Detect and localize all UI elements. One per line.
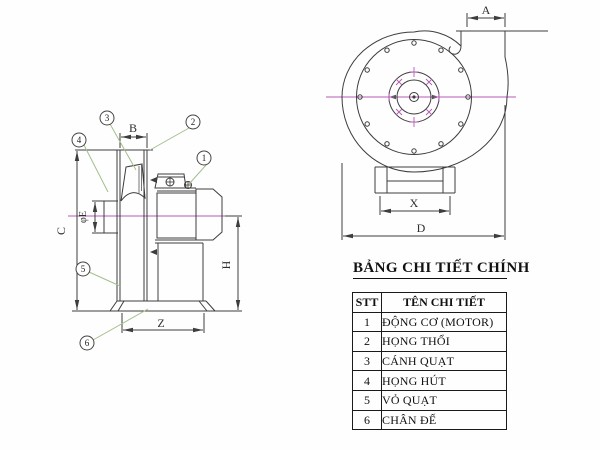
spec-table-block: BẢNG CHI TIẾT CHÍNH STT TÊN CHI TIẾT 1 Đ… (352, 260, 529, 431)
dim-label-H: H (219, 260, 233, 269)
callouts: 1 2 3 4 5 6 (71, 110, 212, 351)
dim-label-B: B (129, 121, 137, 135)
part-name: VỎ QUẠT (381, 389, 507, 411)
base-foot-side (109, 300, 242, 312)
row-index: 1 (352, 311, 382, 333)
callout-5: 5 (75, 261, 91, 277)
callout-label: 3 (105, 113, 110, 123)
callout-2: 2 (185, 114, 201, 130)
screw-icon (184, 181, 192, 189)
dim-X (379, 196, 451, 215)
row-index: 5 (352, 389, 382, 411)
callout-label: 2 (191, 117, 196, 127)
row-index: 3 (352, 350, 382, 372)
callout-label: 5 (81, 264, 86, 274)
fan-casing-side (75, 149, 157, 301)
row-index: 6 (352, 409, 382, 431)
volute-scroll (341, 30, 548, 173)
inlet-flange (356, 39, 472, 155)
part-name: CHÂN ĐẾ (381, 409, 507, 431)
callout-1: 1 (196, 150, 212, 166)
front-view (326, 13, 548, 240)
callout-label: 1 (202, 153, 207, 163)
callout-6: 6 (79, 335, 95, 351)
motor-end-bell (195, 188, 223, 241)
row-index: 2 (352, 331, 382, 352)
row-index: 4 (352, 370, 382, 391)
dim-label-Z: Z (157, 316, 164, 330)
table-row: 1 ĐỘNG CƠ (MOTOR) (352, 311, 507, 333)
inlet-duct (92, 200, 118, 234)
dim-Z (121, 313, 205, 333)
section-arrow-icon (150, 249, 157, 255)
table-row: 4 HỌNG HÚT (352, 370, 507, 391)
callout-3: 3 (99, 110, 115, 126)
part-name: ĐỘNG CƠ (MOTOR) (381, 311, 507, 333)
dim-label-X: X (410, 196, 419, 210)
table-row: 3 CÁNH QUẠT (352, 350, 507, 372)
table-row: 2 HỌNG THỔI (352, 331, 507, 352)
table-row: 6 CHÂN ĐẾ (352, 409, 507, 431)
impeller-blade (120, 163, 146, 202)
dim-B (119, 133, 148, 148)
motor (154, 173, 223, 244)
spec-table: STT TÊN CHI TIẾT 1 ĐỘNG CƠ (MOTOR) 2 HỌN… (352, 292, 507, 431)
part-name: CÁNH QUẠT (381, 350, 507, 372)
dim-D (341, 105, 506, 240)
dim-label-C: C (54, 227, 68, 235)
header-ten-chi-tiet: TÊN CHI TIẾT (381, 292, 507, 313)
screw-icon (165, 177, 175, 187)
header-stt: STT (352, 292, 382, 313)
center-marks (384, 67, 444, 127)
callout-label: 6 (85, 338, 90, 348)
part-name: HỌNG HÚT (381, 370, 507, 391)
base-foot-front (374, 166, 456, 194)
dim-label-phiE: φE (78, 211, 89, 223)
flange-bolts (357, 40, 471, 154)
pedestal (157, 243, 204, 301)
part-name: HỌNG THỔI (381, 331, 507, 352)
motor-body (156, 192, 197, 239)
dim-label-D: D (417, 221, 426, 235)
table-header-row: STT TÊN CHI TIẾT (352, 292, 507, 313)
side-view (68, 123, 242, 341)
callout-label: 4 (77, 135, 82, 145)
spec-table-title: BẢNG CHI TIẾT CHÍNH (353, 260, 529, 279)
dim-A (466, 13, 506, 27)
dim-C (72, 151, 110, 312)
table-row: 5 VỎ QUẠT (352, 389, 507, 411)
callout-4: 4 (71, 132, 87, 148)
dim-H (225, 215, 242, 310)
section-arrow-icon (150, 177, 157, 183)
dim-label-A: A (482, 3, 491, 17)
callout-leaders (83, 123, 208, 341)
volute-tongue (448, 45, 462, 55)
